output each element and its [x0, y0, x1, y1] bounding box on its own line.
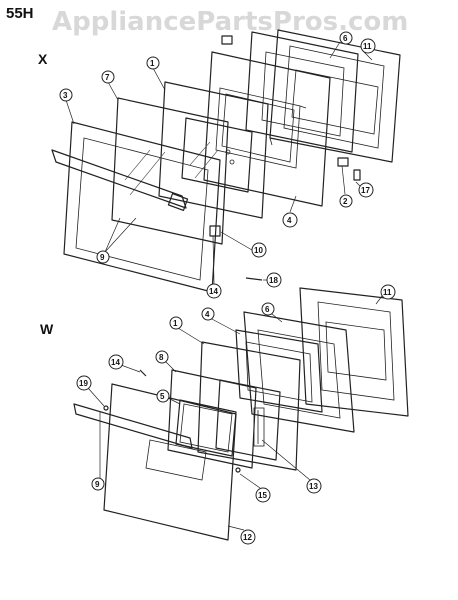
callout-w-11: 11: [383, 288, 392, 297]
callout-bubble: [146, 56, 160, 70]
callout-bubble: [358, 182, 374, 198]
w-part-12-outer-door: [103, 383, 237, 541]
watermark: AppliancePartsPros.com: [52, 7, 408, 37]
x-part-18-screw: [245, 277, 263, 281]
callout-bubble: [251, 242, 267, 258]
model-code: 55H: [6, 5, 34, 22]
callout-w-1: 1: [173, 319, 178, 328]
w-inner-bracket: [215, 379, 281, 461]
section-x-callouts: 1 7 3 6 11 4 2 17 10 14 18 9: [59, 31, 376, 299]
callout-w-8: 8: [159, 353, 164, 362]
callout-bubble: [108, 354, 124, 370]
callout-bubble: [240, 529, 256, 545]
w-part-1-glass: [197, 341, 301, 471]
callout-x-18: 18: [269, 276, 278, 285]
x-part-6-window-frame: [245, 31, 359, 153]
x-part-1-glass: [158, 81, 269, 219]
callout-x-3: 3: [63, 91, 68, 100]
callout-bubble: [266, 272, 282, 288]
x-part-7-outer-glass: [111, 97, 229, 245]
callout-w-13: 13: [309, 482, 318, 491]
callout-x-10: 10: [254, 246, 263, 255]
section-label-w: W: [40, 321, 54, 337]
callout-bubble: [169, 316, 183, 330]
x-part-11-rear-frame: [269, 29, 401, 163]
callout-bubble: [76, 375, 92, 391]
w-part-15-screw: [235, 467, 241, 473]
w-part-9-handle: [73, 403, 193, 449]
callout-bubble: [282, 212, 298, 228]
callout-x-2: 2: [343, 197, 348, 206]
section-w-callouts: 1 4 6 11 8 5 14 19 9 15 13 12: [76, 284, 396, 545]
callout-bubble: [96, 250, 110, 264]
callout-bubble: [360, 38, 376, 54]
callout-w-6: 6: [265, 305, 270, 314]
x-hinge-top: [221, 35, 233, 45]
callout-bubble: [306, 478, 322, 494]
w-part-5-gasket: [175, 399, 237, 457]
callout-x-1: 1: [150, 59, 155, 68]
callout-w-15: 15: [258, 491, 267, 500]
callout-x-9: 9: [100, 253, 105, 262]
callout-x-11: 11: [363, 42, 372, 51]
x-part-2-clip: [337, 157, 349, 167]
callout-bubble: [255, 487, 271, 503]
callout-bubble: [201, 307, 215, 321]
callout-bubble: [155, 350, 169, 364]
x-part-4-inner-panel: [203, 51, 331, 207]
w-part-8-glass: [167, 369, 257, 469]
callout-w-4: 4: [205, 310, 210, 319]
section-w-parts: [73, 287, 409, 541]
x-part-17-clip: [353, 169, 361, 181]
w-part-11-rear-frame: [299, 287, 409, 417]
x-part-9-handle: [51, 149, 189, 211]
callout-x-14: 14: [209, 287, 218, 296]
callout-bubble: [206, 283, 222, 299]
callout-bubble: [156, 389, 170, 403]
callout-x-6: 6: [343, 34, 348, 43]
callout-bubble: [261, 302, 275, 316]
callout-w-5: 5: [160, 392, 165, 401]
callout-bubble: [380, 284, 396, 300]
x-part-3-outer-frame: [63, 121, 221, 293]
callout-x-7: 7: [105, 73, 110, 82]
callout-w-12: 12: [243, 533, 252, 542]
callout-x-4: 4: [287, 216, 292, 225]
callout-w-14: 14: [111, 358, 120, 367]
w-part-19-screw: [103, 405, 109, 411]
callout-w-19: 19: [79, 379, 88, 388]
callout-bubble: [59, 88, 73, 102]
section-label-x: X: [38, 51, 48, 67]
callout-bubble: [101, 70, 115, 84]
callout-x-17: 17: [361, 186, 370, 195]
callout-bubble: [339, 194, 353, 208]
callout-bubble: [339, 31, 353, 45]
w-part-6-window-frame: [243, 311, 355, 433]
callout-w-9: 9: [95, 480, 100, 489]
w-part-4-inner-panel: [235, 329, 323, 413]
x-part-10-bracket: [209, 225, 221, 237]
w-part-14-pin: [139, 369, 147, 377]
callout-bubble: [91, 477, 105, 491]
